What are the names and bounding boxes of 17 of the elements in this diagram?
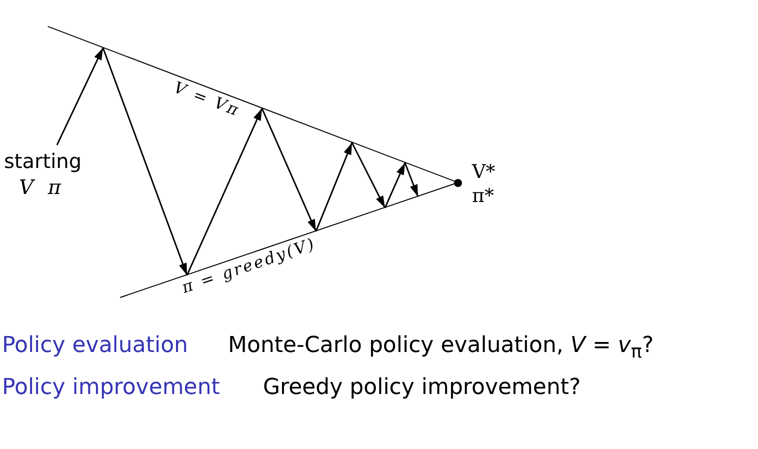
arrow [56,48,104,146]
row-heading: Policy evaluation [2,333,188,360]
row-description: Monte-Carlo policy evaluation, V = v$_{π}$? [228,333,654,364]
arrow [351,142,386,208]
optimum-label: V* [472,161,496,184]
arrow [315,142,353,232]
row-heading: Policy improvement [2,375,220,402]
arrow [404,162,419,197]
arrow [261,108,317,232]
arrow [384,162,406,208]
arrow [186,108,263,276]
start-math-label: V π [18,174,62,200]
equation-label: V = Vπ [171,78,243,120]
arrow [102,48,188,276]
row-description: Greedy policy improvement? [263,375,581,402]
convergence-dot [454,179,462,187]
optimum-label: π* [472,185,494,208]
